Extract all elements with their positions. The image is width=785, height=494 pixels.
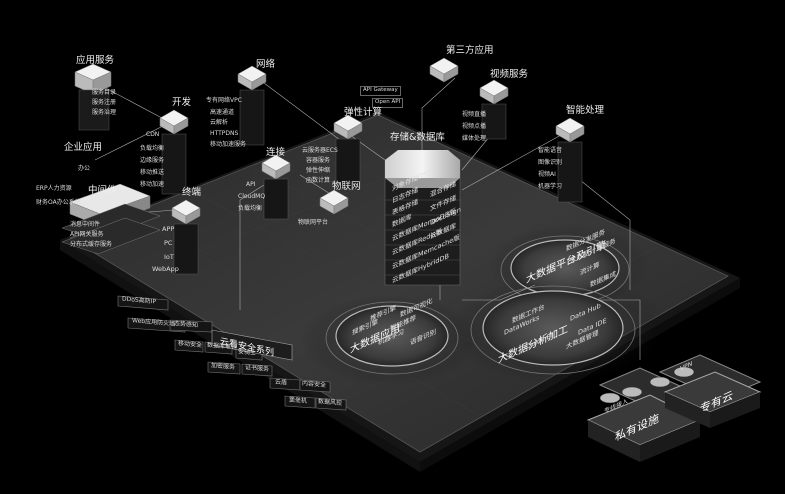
elastic-item: 弹性伸缩: [306, 167, 331, 174]
server-stacks: [61, 57, 585, 275]
enterprise-app-item: 办公: [78, 165, 91, 172]
enterprise-app-item: ERP人力资源: [36, 185, 72, 192]
network-item: HTTPDNS: [210, 130, 239, 137]
disc-bigdata-app: [325, 301, 459, 375]
middleware-item: 消息中间件: [70, 221, 101, 228]
network-item: 云解析: [210, 119, 229, 126]
network-item: 专有网络VPC: [206, 97, 242, 104]
video-title: 视频服务: [490, 69, 529, 80]
connect-item: 负载均衡: [238, 205, 263, 212]
video-item: 媒体处理: [462, 135, 487, 142]
dev-item: CDN: [146, 131, 160, 138]
end-item: APP: [162, 225, 175, 233]
intelligent-item: 图像识别: [538, 159, 563, 166]
elastic-item: 函数计算: [306, 177, 331, 184]
network-title: 网络: [256, 59, 276, 70]
end-item: IoT: [164, 253, 174, 261]
security-cards: [117, 295, 347, 411]
app-service-title: 应用服务: [76, 55, 115, 66]
end-item: WebApp: [152, 265, 179, 273]
dev-title: 开发: [172, 97, 192, 108]
end-title: 终端: [182, 187, 202, 198]
app-service-item: 服务目录: [92, 89, 117, 96]
third-party-item: Open API: [372, 98, 404, 108]
dev-item: 移动推送: [140, 169, 165, 176]
app-service-item: 服务治理: [92, 109, 117, 116]
enterprise-app-title: 企业应用: [64, 142, 103, 153]
dev-item: 边缘服务: [140, 157, 165, 164]
video-item: 视频点播: [462, 123, 487, 130]
disc-bigdata-analysis: [470, 285, 636, 375]
network-item: 高速通道: [210, 109, 235, 116]
third-party-item: API Gateway: [360, 86, 401, 96]
dev-item: 负载均衡: [140, 145, 165, 152]
connect-title: 连接: [266, 147, 286, 158]
network-item: 移动加速服务: [210, 141, 247, 148]
middleware-title: 中间件: [88, 185, 117, 196]
dev-item: 移动加速: [140, 181, 165, 188]
middleware-item: API网关服务: [70, 231, 104, 238]
enterprise-app-item: 财务OA办公系统: [36, 199, 81, 206]
elastic-item: 云服务器ECS: [302, 147, 338, 154]
middleware-item: 分布式缓存服务: [70, 241, 113, 248]
bottom-plates: [586, 354, 762, 462]
app-service-item: 服务注册: [92, 99, 117, 106]
intelligent-item: 机器学习: [538, 183, 563, 190]
storage-title: 存储&数据库: [390, 132, 445, 143]
third-party-title: 第三方应用: [446, 45, 494, 56]
intelligent-item: 视频AI: [538, 171, 556, 178]
connect-item: CloudMQ: [238, 193, 266, 200]
end-item: PC: [164, 239, 173, 247]
elastic-title: 弹性计算: [344, 107, 383, 118]
intelligent-item: 智能语音: [538, 147, 563, 154]
security-item: 云盾: [275, 378, 288, 387]
video-item: 视频直播: [462, 111, 487, 118]
iot-title: 物联网: [332, 181, 361, 192]
storage-tower: [384, 150, 461, 286]
connect-item: API: [246, 181, 256, 188]
elastic-item: 容器服务: [306, 157, 331, 164]
disc-bigdata-engine: [500, 235, 630, 305]
intelligent-title: 智能处理: [566, 105, 605, 116]
iot-item: 物联网平台: [298, 219, 329, 226]
